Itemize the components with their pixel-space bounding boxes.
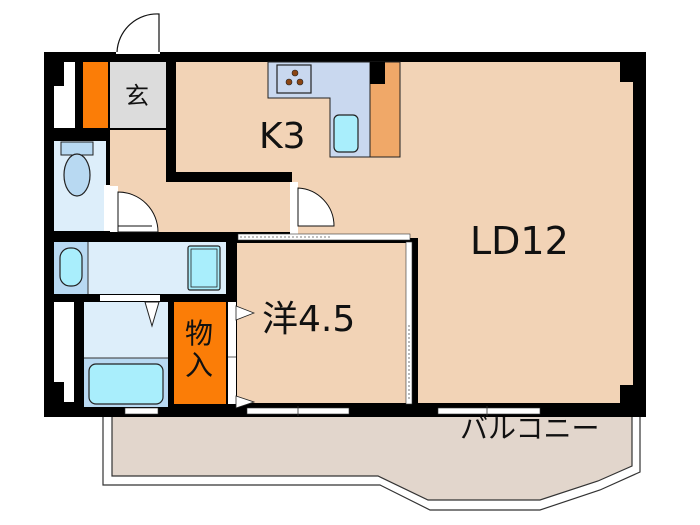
storage-closet (174, 302, 226, 404)
label-kitchen: K3 (259, 116, 306, 157)
fridge-space (369, 61, 401, 158)
western-room (228, 233, 413, 409)
kitchen-counter (267, 61, 371, 158)
living-dining-floor (176, 62, 633, 403)
ld-door (290, 182, 335, 234)
entrance-floor (110, 62, 166, 128)
label-living-dining: LD12 (470, 219, 569, 263)
shoe-closet (83, 62, 108, 128)
pipe-shaft-top (54, 62, 75, 128)
label-storage-2: 入 (185, 349, 214, 382)
stove-icon (276, 64, 312, 94)
washroom (54, 242, 226, 294)
washing-machine-icon (187, 245, 221, 291)
sink-icon (333, 114, 359, 153)
bathroom (84, 295, 168, 407)
entrance-door (116, 13, 160, 54)
label-balcony: バルコニー (460, 412, 600, 445)
toilet-room (54, 141, 110, 231)
toilet-icon (63, 153, 91, 197)
label-entrance: 玄 (125, 82, 149, 110)
toilet-door (110, 186, 159, 233)
label-western-room: 洋4.5 (262, 299, 356, 340)
bathtub-icon (88, 363, 164, 405)
label-storage-1: 物 (185, 317, 214, 350)
windows (124, 406, 541, 416)
pipe-shaft-bottom (54, 302, 74, 402)
balcony (102, 407, 641, 511)
vanity-basin-icon (59, 247, 83, 287)
